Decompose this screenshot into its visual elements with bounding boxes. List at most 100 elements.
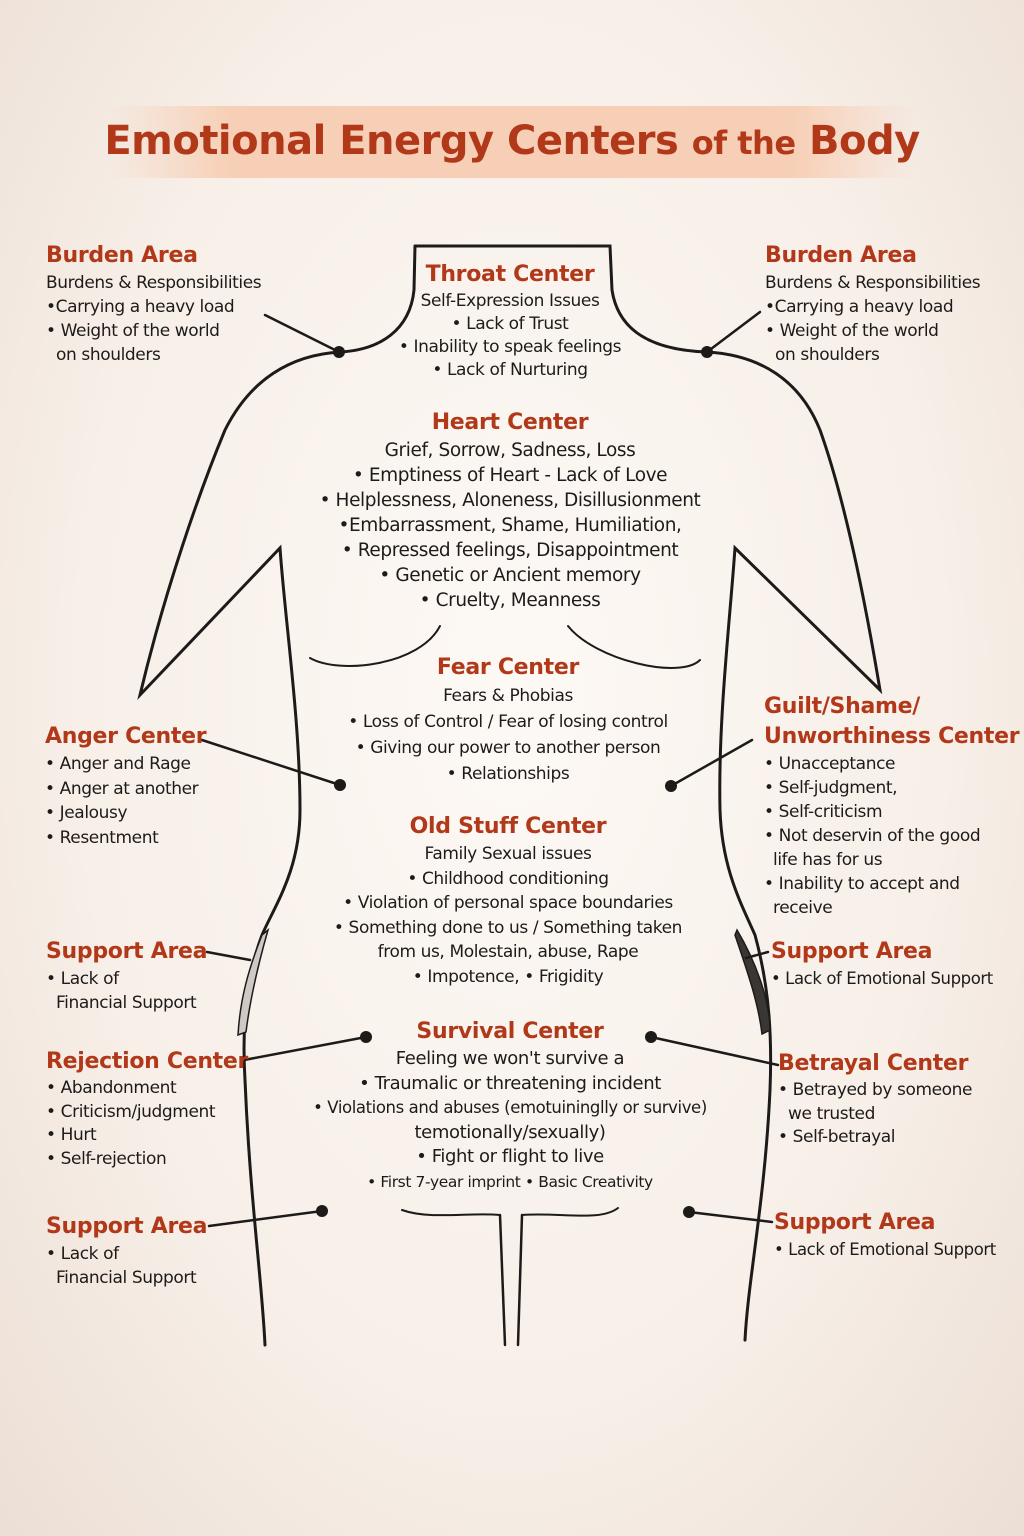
- guilt-line: • Unacceptance: [764, 754, 896, 774]
- support-area-right-lower: Support Area • Lack of Emotional Support: [774, 1208, 1024, 1262]
- survival-line: • Violations and abuses (emotuininglly o…: [313, 1098, 707, 1117]
- throat-line: Self-Expression Issues: [420, 291, 600, 311]
- guilt-line: • Self-criticism: [764, 802, 883, 822]
- support-line: • Lack of: [46, 969, 119, 989]
- anger-center: Anger Center • Anger and Rage• Anger at …: [45, 722, 225, 850]
- support-heading: Support Area: [774, 1210, 936, 1235]
- title-banner: [110, 106, 914, 178]
- guilt-heading: Unworthiness Center: [764, 724, 1020, 749]
- chest-left-curve: [309, 625, 441, 667]
- burden-area-left: Burden Area Burdens & Responsibilities •C…: [46, 241, 286, 367]
- heart-heading: Heart Center: [431, 410, 589, 435]
- burden-area-right: Burden Area Burdens & Responsibilities •C…: [765, 241, 1020, 367]
- support-area-right-upper: Support Area • Lack of Emotional Support: [771, 937, 1021, 991]
- rejection-line: • Abandonment: [46, 1078, 177, 1098]
- survival-line: • First 7-year imprint • Basic Creativit…: [367, 1172, 653, 1191]
- burden-left-line: Burdens & Responsibilities: [46, 273, 262, 293]
- old-stuff-line: Family Sexual issues: [424, 844, 592, 864]
- support-heading: Support Area: [46, 939, 208, 964]
- anger-line: • Resentment: [45, 827, 159, 848]
- heart-line: • Genetic or Ancient memory: [379, 565, 641, 586]
- fear-line: • Loss of Control / Fear of losing contr…: [348, 712, 668, 732]
- support-line: • Lack of: [46, 1244, 119, 1264]
- body-right-outline: [413, 244, 883, 1342]
- page-title: Emotional Energy Centers of the Body: [0, 118, 1024, 164]
- burden-left-line: • Weight of the world: [46, 321, 220, 341]
- heart-line: • Cruelty, Meanness: [419, 590, 601, 611]
- rejection-line: • Criticism/judgment: [46, 1101, 216, 1122]
- old-stuff-line: • Impotence, • Frigidity: [412, 966, 604, 987]
- throat-line: • Inability to speak feelings: [398, 337, 622, 357]
- fear-line: Fears & Phobias: [443, 686, 573, 706]
- old-stuff-line: from us, Molestain, abuse, Rape: [377, 942, 639, 962]
- hip-shade-left: [237, 927, 270, 1037]
- survival-heading: Survival Center: [416, 1019, 604, 1044]
- betrayal-line: • Betrayed by someone: [778, 1080, 973, 1100]
- heart-line: • Repressed feelings, Disappointment: [341, 540, 679, 561]
- fear-line: • Relationships: [446, 764, 570, 784]
- support-heading: Support Area: [46, 1214, 208, 1239]
- old-stuff-heading: Old Stuff Center: [409, 814, 607, 839]
- guilt-line: life has for us: [773, 850, 883, 870]
- body-left-outline: [137, 244, 417, 1347]
- throat-line: • Lack of Nurturing: [432, 360, 588, 380]
- betrayal-center: Betrayal Center • Betrayed by someone we …: [778, 1049, 998, 1150]
- title-main: Emotional Energy Centers: [104, 118, 679, 164]
- guilt-line: • Not deservin of the good: [764, 826, 981, 846]
- burden-right-heading: Burden Area: [765, 243, 917, 268]
- title-body: Body: [808, 118, 920, 164]
- old-stuff-line: • Something done to us / Something taken: [333, 917, 683, 938]
- heart-line: • Helplessness, Aloneness, Disillusionme…: [319, 490, 701, 511]
- rejection-heading: Rejection Center: [46, 1049, 249, 1074]
- survival-line: temotionally/sexually): [414, 1121, 606, 1143]
- burden-left-line: •Carrying a heavy load: [46, 297, 235, 317]
- betrayal-line: we trusted: [788, 1103, 875, 1124]
- survival-line: Feeling we won't survive a: [395, 1048, 625, 1069]
- guilt-line: • Self-judgment,: [764, 778, 898, 798]
- support-line: Financial Support: [56, 993, 197, 1013]
- fear-heading: Fear Center: [436, 655, 580, 680]
- fear-line: • Giving our power to another person: [355, 738, 661, 758]
- burden-left-heading: Burden Area: [46, 243, 198, 268]
- anger-line: • Anger at another: [45, 778, 199, 799]
- rejection-line: • Self-rejection: [46, 1148, 167, 1169]
- burden-right-line: on shoulders: [775, 345, 880, 365]
- burden-right-line: • Weight of the world: [765, 321, 939, 341]
- support-area-left-lower: Support Area • Lack of Financial Support: [46, 1212, 226, 1290]
- rejection-center: Rejection Center • Abandonment • Criticis…: [46, 1047, 249, 1171]
- burden-right-line: •Carrying a heavy load: [765, 297, 954, 317]
- burden-left-line: on shoulders: [56, 345, 161, 365]
- leader-lines: [200, 310, 780, 1228]
- point-markers: [316, 346, 713, 1218]
- support-area-left-upper: Support Area • Lack of Financial Support: [46, 937, 226, 1015]
- rejection-line: • Hurt: [46, 1125, 97, 1145]
- support-heading: Support Area: [771, 939, 933, 964]
- throat-line: • Lack of Trust: [451, 314, 569, 334]
- heart-line: •Embarrassment, Shame, Humiliation,: [338, 515, 682, 536]
- support-line: • Lack of Emotional Support: [771, 969, 993, 988]
- title-of: of the: [691, 124, 796, 162]
- heart-line: • Emptiness of Heart - Lack of Love: [352, 465, 668, 486]
- support-line: Financial Support: [56, 1268, 197, 1288]
- guilt-line: receive: [773, 898, 833, 918]
- old-stuff-center: Old Stuff Center Family Sexual issues • C…: [268, 812, 748, 989]
- anger-line: • Anger and Rage: [45, 754, 191, 774]
- fear-center: Fear Center Fears & Phobias • Loss of Con…: [268, 653, 748, 787]
- old-stuff-line: • Childhood conditioning: [407, 868, 609, 889]
- inner-legs: [498, 1213, 524, 1347]
- survival-line: • Fight or flight to live: [416, 1146, 604, 1167]
- betrayal-line: • Self-betrayal: [778, 1127, 896, 1147]
- betrayal-heading: Betrayal Center: [778, 1051, 969, 1076]
- old-stuff-line: • Violation of personal space boundaries: [343, 893, 673, 913]
- throat-center: Throat Center Self-Expression Issues• La…: [380, 260, 640, 382]
- survival-line: • Traumalic or threatening incident: [359, 1072, 661, 1094]
- survival-center: Survival Center Feeling we won't survive…: [245, 1017, 775, 1194]
- hip-shade-right: [734, 928, 771, 1036]
- burden-right-line: Burdens & Responsibilities: [765, 273, 981, 293]
- chest-right-curve: [567, 625, 701, 669]
- guilt-heading: Guilt/Shame/: [764, 694, 920, 719]
- support-line: • Lack of Emotional Support: [774, 1240, 996, 1259]
- heart-center: Heart Center Grief, Sorrow, Sadness, Los…: [250, 408, 770, 613]
